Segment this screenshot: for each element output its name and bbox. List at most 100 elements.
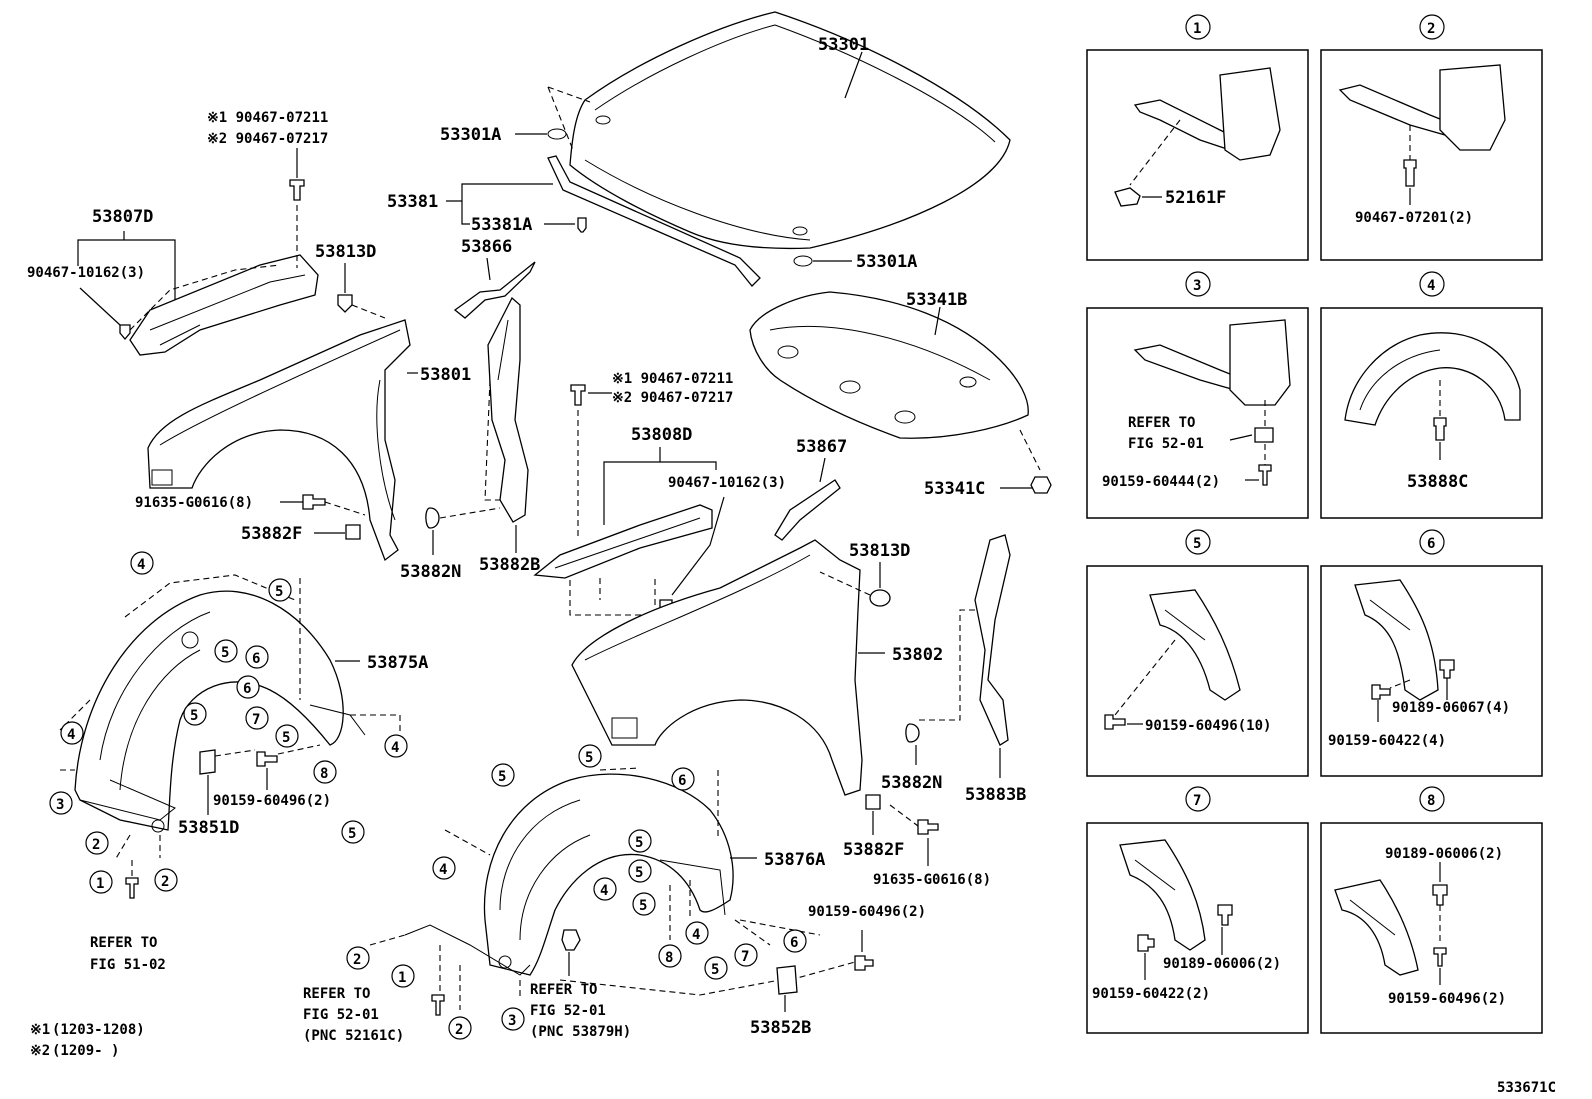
- refer-note-b-line2: FIG 52-01: [303, 1007, 379, 1023]
- part-number-53807d: 53807D: [92, 207, 153, 227]
- clip-refer-fig-52-01-b[interactable]: [561, 929, 581, 951]
- seal-53867[interactable]: [774, 479, 841, 541]
- hood-seal-53381[interactable]: [547, 155, 761, 287]
- spacer-53851d[interactable]: [199, 749, 216, 775]
- clip-53381a[interactable]: [577, 217, 587, 233]
- svg-text:8: 8: [320, 766, 328, 782]
- detail-box-5[interactable]: 90159-60496(10): [1086, 565, 1309, 777]
- callout-circle: 4 5 5 6 6 5 7 5 4 4 8 3 5 2 1 2: [49, 551, 408, 894]
- svg-text:5: 5: [639, 898, 647, 914]
- part-number-s1-90467-07211-left: ※1 90467-07211: [207, 110, 328, 126]
- bolt-refer-fig-52-01-a[interactable]: [431, 994, 445, 1016]
- svg-text:5: 5: [275, 584, 283, 600]
- bolt-91635-g0616-right[interactable]: [917, 819, 939, 835]
- refer-note-c-line1: REFER TO: [530, 982, 597, 998]
- svg-text:2: 2: [1427, 21, 1435, 37]
- detail-box-4[interactable]: 53888C: [1320, 307, 1543, 519]
- spacer-53852b[interactable]: [776, 965, 798, 995]
- part-number-53867: 53867: [796, 437, 847, 457]
- bolt-90467-07211-center[interactable]: [570, 384, 586, 406]
- bracket-53807d[interactable]: [129, 254, 319, 356]
- part-number-53876a: 53876A: [764, 850, 825, 870]
- part-number-53888c: 53888C: [1407, 472, 1468, 492]
- part-number-90189-06006-7: 90189-06006(2): [1163, 956, 1281, 972]
- svg-text:5: 5: [1193, 536, 1201, 552]
- detail-box-2[interactable]: 90467-07201(2): [1320, 49, 1543, 261]
- detail-box-7[interactable]: 90189-06006(2) 90159-60422(2): [1086, 822, 1309, 1034]
- svg-text:7: 7: [252, 712, 260, 728]
- part-number-90467-07201: 90467-07201(2): [1355, 210, 1473, 226]
- svg-text:6: 6: [1427, 536, 1435, 552]
- bolt-90467-07211-left[interactable]: [289, 179, 305, 201]
- cushion-53882n-left[interactable]: [425, 507, 440, 529]
- refer-note-a-line1: REFER TO: [90, 935, 157, 951]
- bracket-53808d[interactable]: [533, 504, 713, 579]
- refer-note-c-line2: FIG 52-01: [530, 1003, 606, 1019]
- part-number-53301a-upper: 53301A: [440, 125, 501, 145]
- svg-text:5: 5: [585, 750, 593, 766]
- part-number-53341c: 53341C: [924, 479, 985, 499]
- svg-text:1: 1: [96, 876, 104, 892]
- detail-header: 1 2 3 4 5 6 7 8: [1185, 14, 1445, 812]
- svg-text:2: 2: [353, 952, 361, 968]
- part-number-90467-10162-left: 90467-10162(3): [27, 265, 145, 281]
- hood-53301[interactable]: [569, 11, 1011, 250]
- svg-text:5: 5: [190, 708, 198, 724]
- svg-text:2: 2: [161, 874, 169, 890]
- detail-box-8[interactable]: 90189-06006(2) 90159-60496(2): [1320, 822, 1543, 1034]
- bolt-90159-60496-right[interactable]: [854, 955, 874, 971]
- refer-to-detail-3: REFER TO: [1128, 415, 1195, 431]
- part-number-53851d: 53851D: [178, 818, 239, 838]
- svg-text:3: 3: [56, 797, 64, 813]
- part-number-53852b: 53852B: [750, 1018, 811, 1038]
- bolt-90159-60496-left[interactable]: [256, 751, 278, 767]
- seal-53301a-upper[interactable]: [547, 128, 567, 140]
- part-number-53381: 53381: [387, 192, 438, 212]
- part-number-90159-60496-left: 90159-60496(2): [213, 793, 331, 809]
- svg-text:7: 7: [741, 949, 749, 965]
- spacer-53882f-right[interactable]: [865, 794, 881, 810]
- part-number-91635-g0616-left: 91635-G0616(8): [135, 495, 253, 511]
- insulator-53341b[interactable]: [749, 291, 1029, 439]
- part-number-53301: 53301: [818, 35, 869, 55]
- svg-text:2: 2: [455, 1022, 463, 1038]
- seal-53866[interactable]: [453, 261, 536, 319]
- part-number-53882n-right: 53882N: [881, 773, 942, 793]
- seal-53882b[interactable]: [487, 296, 529, 523]
- clip-53813d-lower[interactable]: [869, 589, 891, 607]
- part-number-90159-60496-8: 90159-60496(2): [1388, 991, 1506, 1007]
- svg-text:1: 1: [1193, 21, 1201, 37]
- cushion-53882n-right[interactable]: [905, 723, 920, 743]
- seal-53301a-lower[interactable]: [793, 255, 813, 267]
- clip-53813d-upper[interactable]: [337, 294, 353, 313]
- part-number-53882f-left: 53882F: [241, 524, 302, 544]
- clip-90467-10162-left[interactable]: [119, 324, 131, 341]
- clip-53341c[interactable]: [1030, 476, 1052, 494]
- detail-box-3[interactable]: REFER TO FIG 52-01 90159-60444(2): [1086, 307, 1309, 519]
- part-number-s2-90467-07217-left: ※2 90467-07217: [207, 131, 328, 147]
- part-number-53808d: 53808D: [631, 425, 692, 445]
- part-number-53341b: 53341B: [906, 290, 967, 310]
- svg-text:5: 5: [635, 835, 643, 851]
- legend-mark-1: ※1: [30, 1022, 50, 1038]
- bolt-refer-fig-51-02[interactable]: [125, 877, 139, 899]
- svg-text:1: 1: [398, 970, 406, 986]
- svg-text:4: 4: [67, 727, 75, 743]
- part-number-90159-60422-2: 90159-60422(2): [1092, 986, 1210, 1002]
- detail-box-1[interactable]: 52161F: [1086, 49, 1309, 261]
- seal-53883b[interactable]: [974, 534, 1011, 746]
- part-number-53866: 53866: [461, 237, 512, 257]
- fender-53801[interactable]: [147, 319, 411, 562]
- svg-text:5: 5: [498, 769, 506, 785]
- fender-53802[interactable]: [571, 539, 863, 796]
- fender-liner-53876a[interactable]: [404, 773, 734, 976]
- svg-text:6: 6: [243, 681, 251, 697]
- svg-text:4: 4: [439, 862, 447, 878]
- svg-text:4: 4: [600, 883, 608, 899]
- detail-box-6[interactable]: 90189-06067(4) 90159-60422(4): [1320, 565, 1543, 777]
- fender-liner-53875a[interactable]: [74, 590, 366, 833]
- svg-text:5: 5: [221, 645, 229, 661]
- spacer-53882f-left[interactable]: [345, 524, 361, 540]
- bolt-91635-g0616-left[interactable]: [302, 494, 326, 510]
